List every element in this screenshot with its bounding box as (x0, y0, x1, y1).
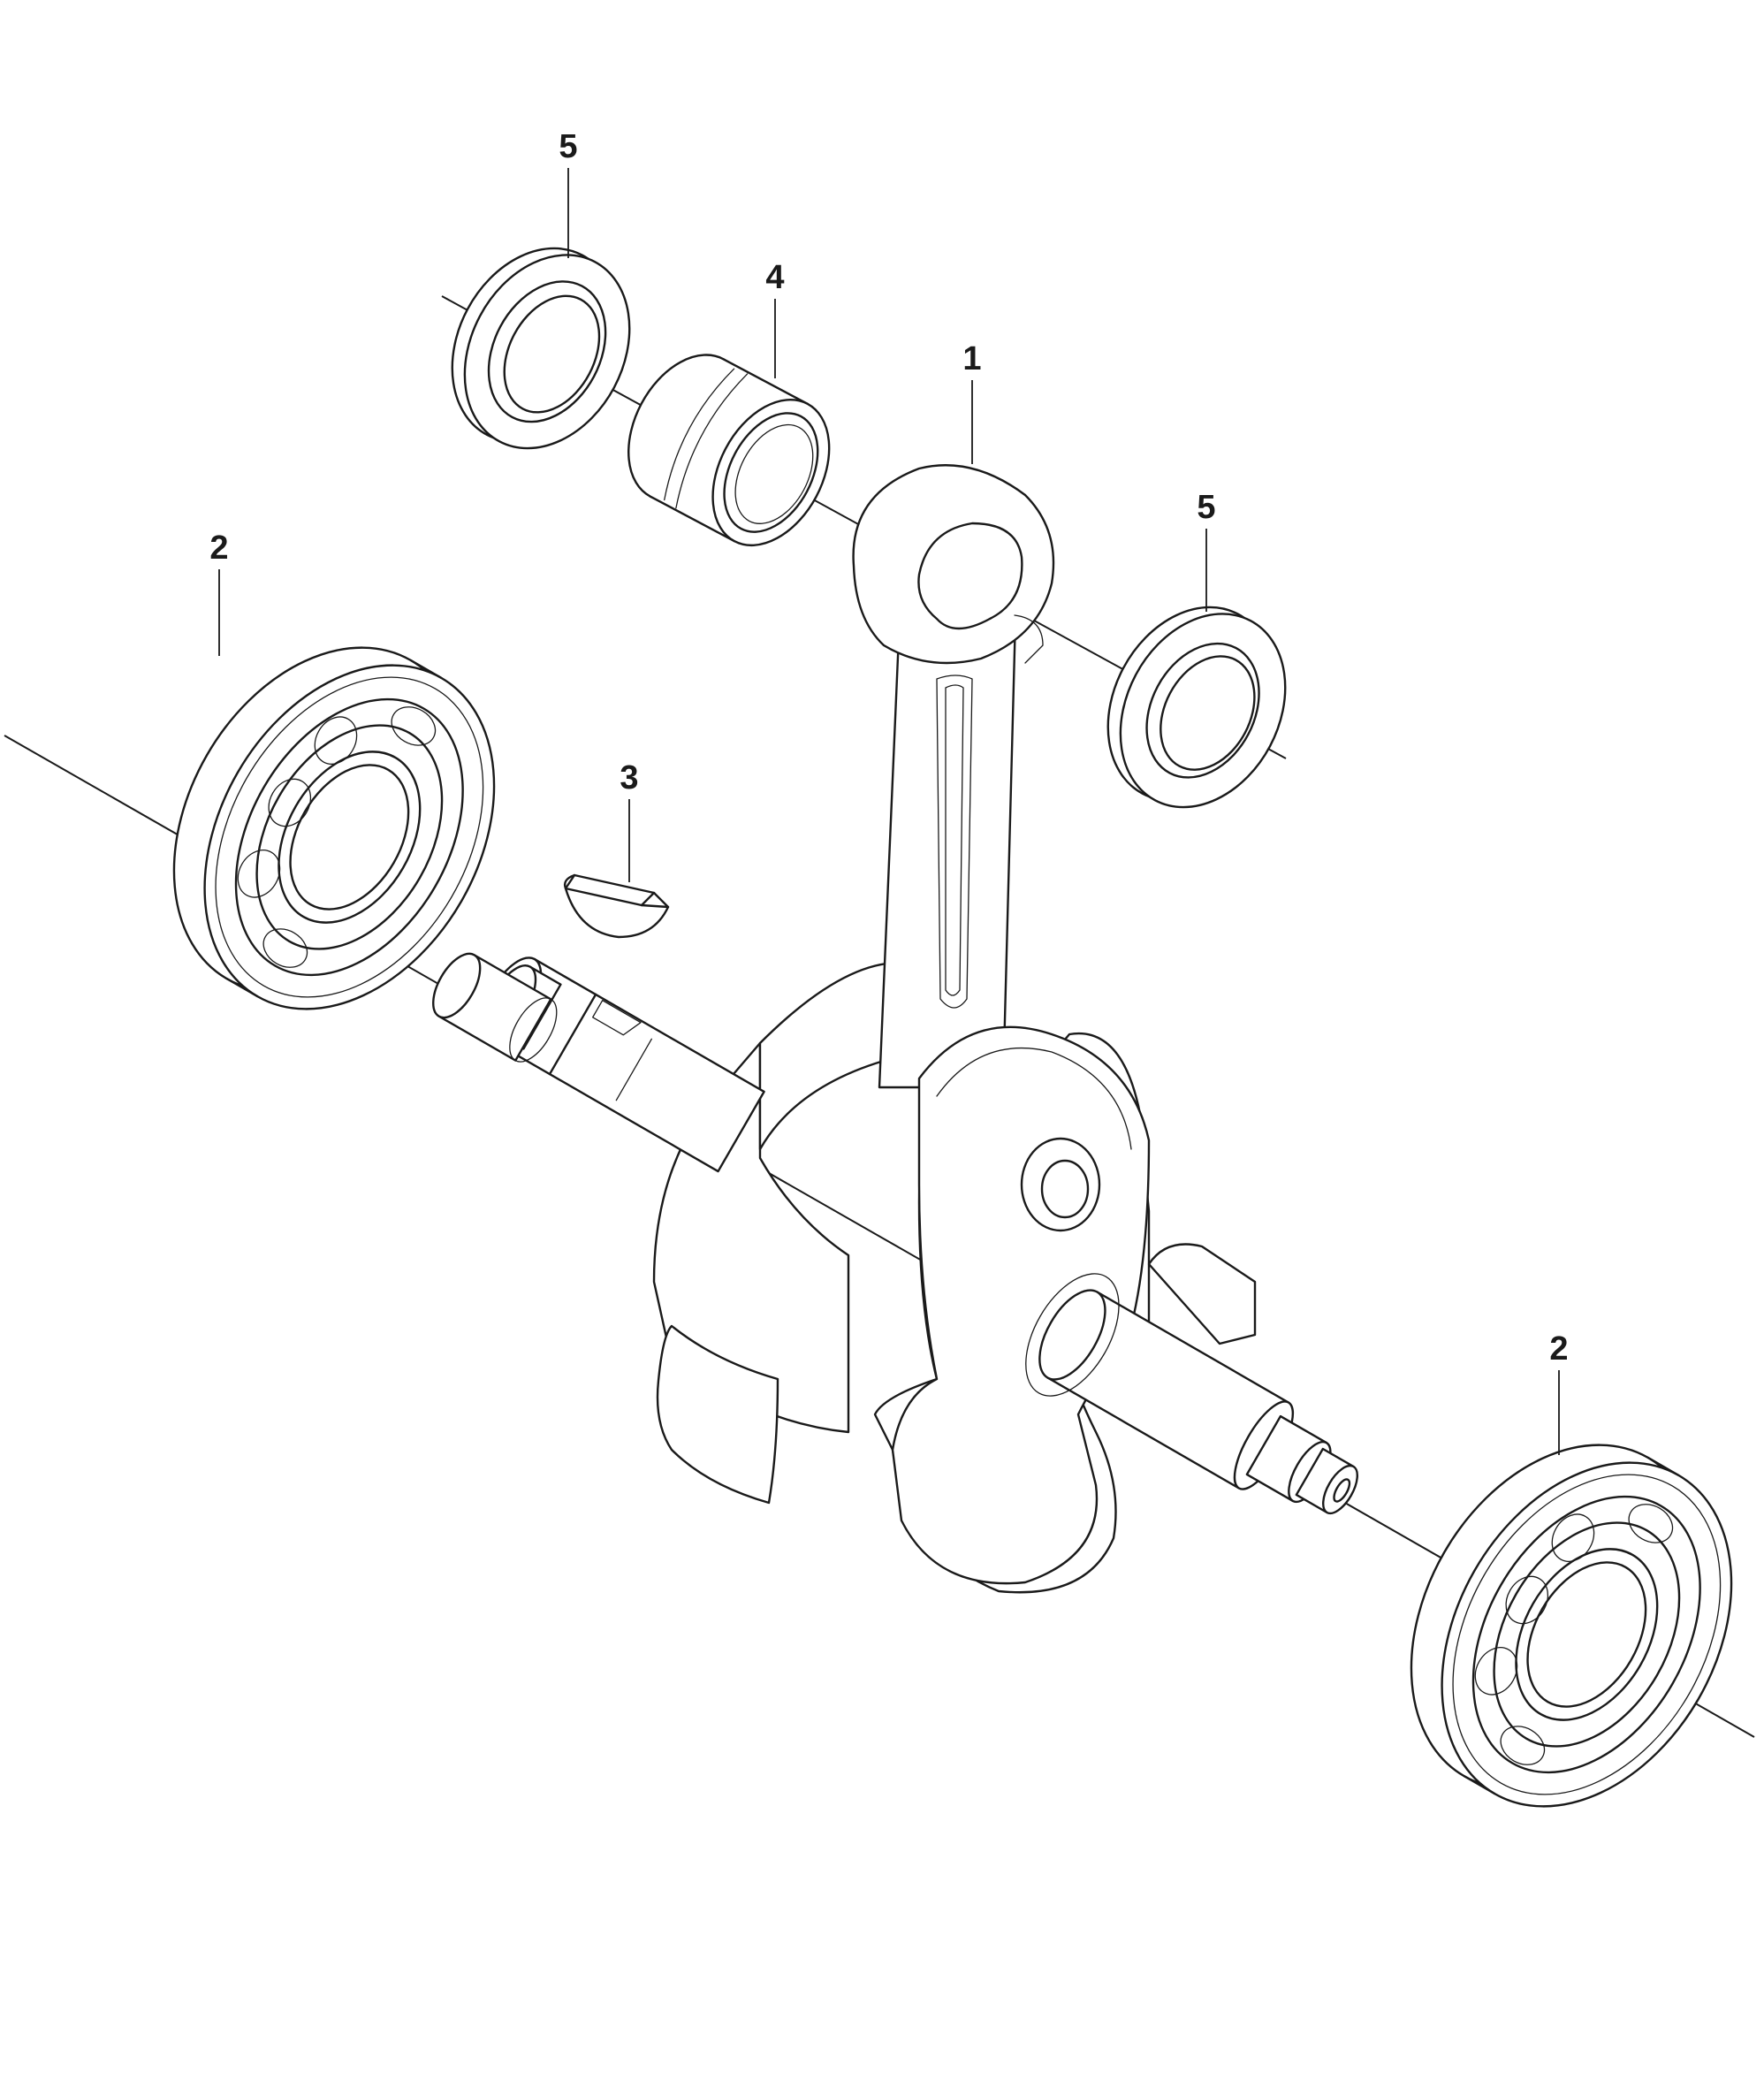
callout-label: 5 (1197, 489, 1215, 526)
callout-2-left: 2 (209, 530, 229, 656)
washer-right (1106, 606, 1287, 809)
callout-5-top: 5 (559, 128, 578, 258)
callout-label: 2 (209, 530, 228, 567)
callout-5-right: 5 (1197, 489, 1216, 612)
callout-label: 5 (559, 128, 577, 165)
bearing-left (172, 646, 496, 1010)
callout-label: 3 (620, 759, 638, 796)
callout-label: 4 (765, 259, 784, 296)
callout-1: 1 (962, 340, 982, 464)
callout-label: 2 (1549, 1330, 1568, 1368)
callout-3: 3 (620, 759, 639, 882)
woodruff-key (563, 873, 670, 939)
needle-bearing (627, 354, 831, 547)
callout-4: 4 (765, 259, 785, 378)
callout-label: 1 (962, 340, 981, 377)
washer-top (451, 247, 631, 450)
crankshaft (432, 464, 1358, 1594)
bearing-right (1410, 1444, 1733, 1808)
callout-2-right: 2 (1549, 1330, 1569, 1455)
